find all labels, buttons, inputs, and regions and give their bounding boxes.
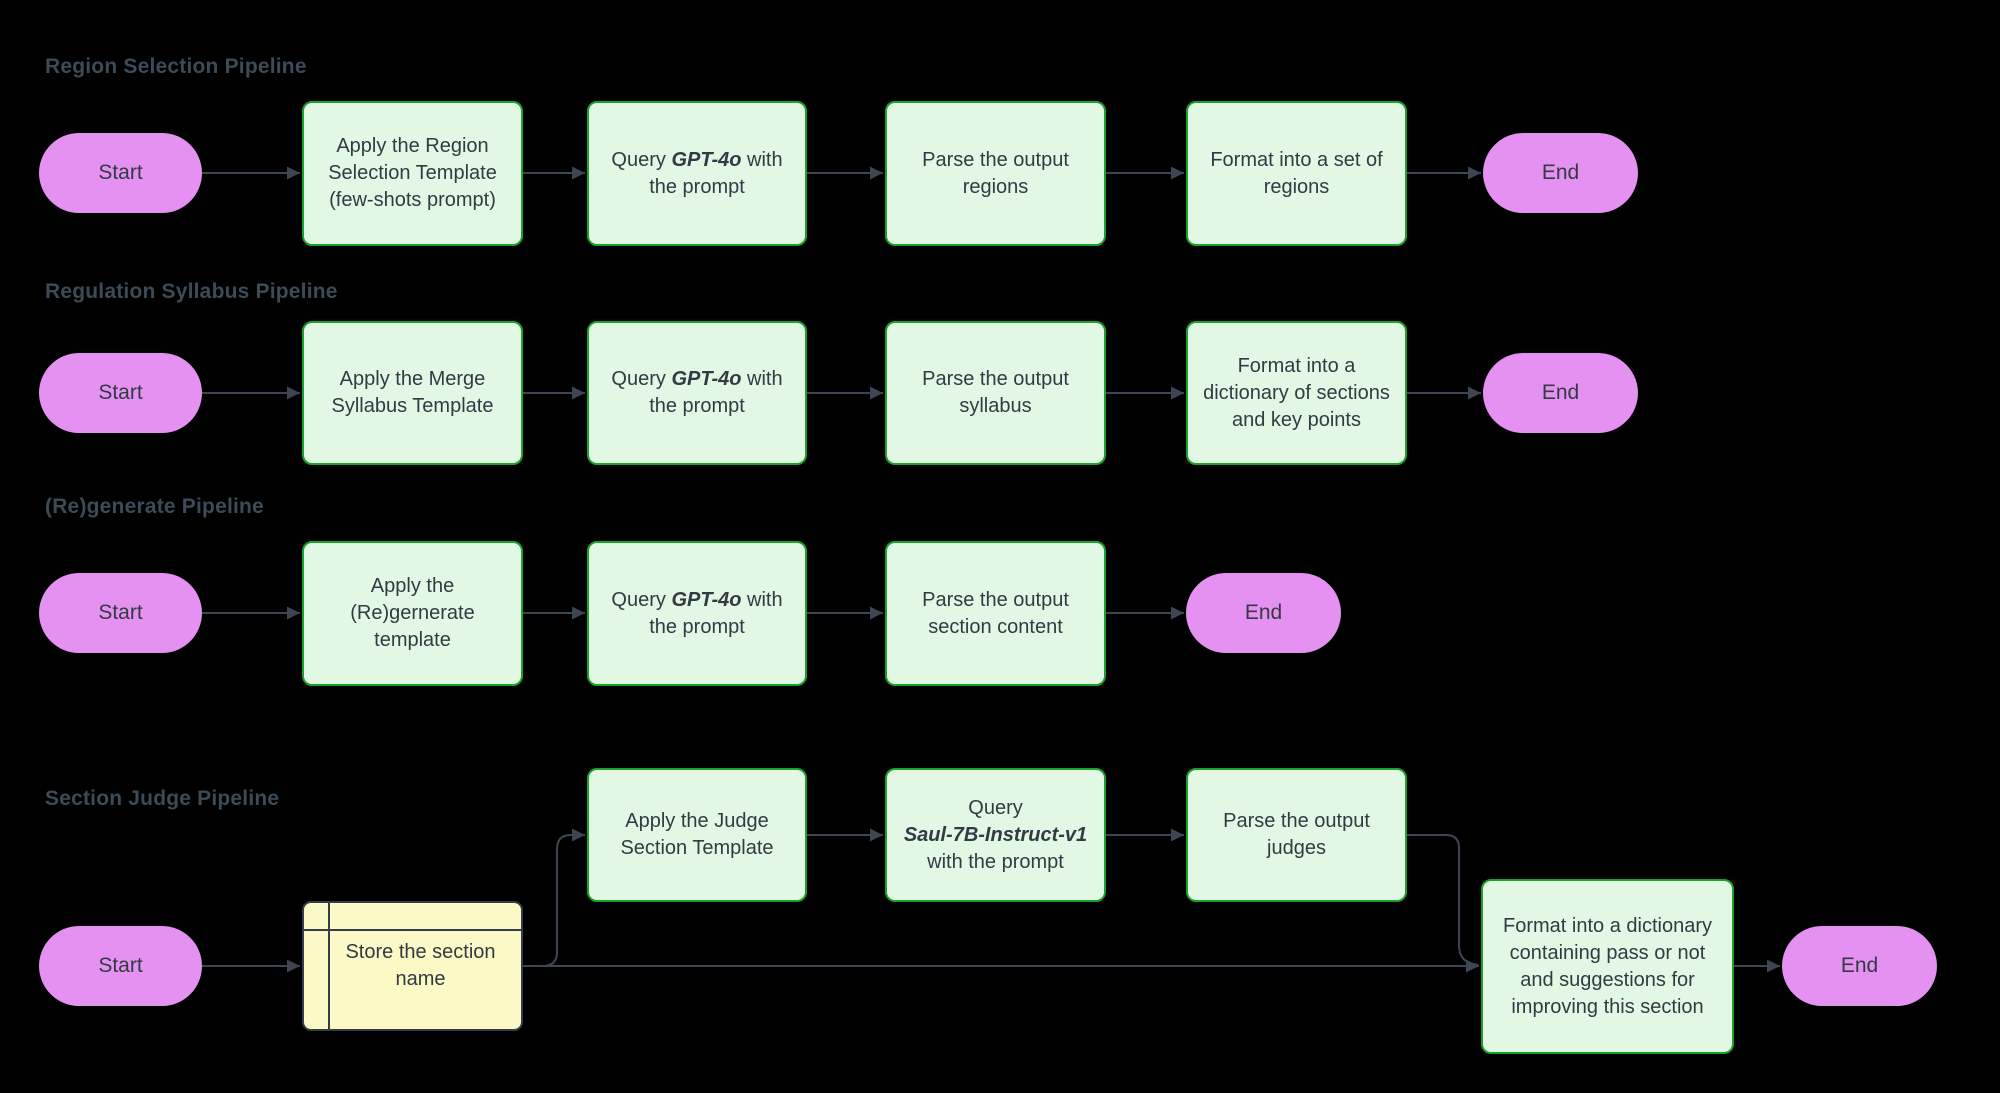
node-r2-apply-merge-syllabus: Apply the Merge Syllabus Template bbox=[302, 321, 523, 465]
node-r1-start: Start bbox=[39, 133, 202, 213]
node-r1-query-gpt4o: Query GPT-4o with the prompt bbox=[587, 101, 807, 246]
node-r2-format-dictionary: Format into a dictionary of sections and… bbox=[1186, 321, 1407, 465]
node-r3-parse-section-content: Parse the output section content bbox=[885, 541, 1106, 686]
node-r2-start: Start bbox=[39, 353, 202, 433]
node-r3-apply-regenerate-template: Apply the (Re)gernerate template bbox=[302, 541, 523, 686]
node-r1-format-regions: Format into a set of regions bbox=[1186, 101, 1407, 246]
title-regulation-syllabus-pipeline: Regulation Syllabus Pipeline bbox=[45, 280, 338, 303]
title-regenerate-pipeline: (Re)generate Pipeline bbox=[45, 495, 264, 518]
storage-line-horizontal bbox=[304, 929, 521, 931]
node-r4-query-saul: Query Saul-7B-Instruct-v1 with the promp… bbox=[885, 768, 1106, 902]
node-r4-format-judge-dictionary: Format into a dictionary containing pass… bbox=[1481, 879, 1734, 1054]
storage-line-vertical bbox=[328, 903, 330, 1029]
node-r2-end: End bbox=[1483, 353, 1638, 433]
node-r3-query-gpt4o: Query GPT-4o with the prompt bbox=[587, 541, 807, 686]
edge-r4-parse-format bbox=[1407, 834, 1479, 966]
node-r4-start: Start bbox=[39, 926, 202, 1006]
edge-r4-store-apply bbox=[523, 828, 585, 967]
node-r1-parse-regions: Parse the output regions bbox=[885, 101, 1106, 246]
title-region-selection-pipeline: Region Selection Pipeline bbox=[45, 55, 307, 78]
node-r1-apply-region-template: Apply the Region Selection Template (few… bbox=[302, 101, 523, 246]
node-r4-apply-judge-template: Apply the Judge Section Template bbox=[587, 768, 807, 902]
node-r4-store-section-name: Store the section name bbox=[302, 901, 523, 1031]
node-r4-end: End bbox=[1782, 926, 1937, 1006]
node-r2-query-gpt4o: Query GPT-4o with the prompt bbox=[587, 321, 807, 465]
title-section-judge-pipeline: Section Judge Pipeline bbox=[45, 787, 280, 810]
node-r2-parse-syllabus: Parse the output syllabus bbox=[885, 321, 1106, 465]
node-r3-end: End bbox=[1186, 573, 1341, 653]
node-r3-start: Start bbox=[39, 573, 202, 653]
node-r4-parse-judges: Parse the output judges bbox=[1186, 768, 1407, 902]
node-r1-end: End bbox=[1483, 133, 1638, 213]
